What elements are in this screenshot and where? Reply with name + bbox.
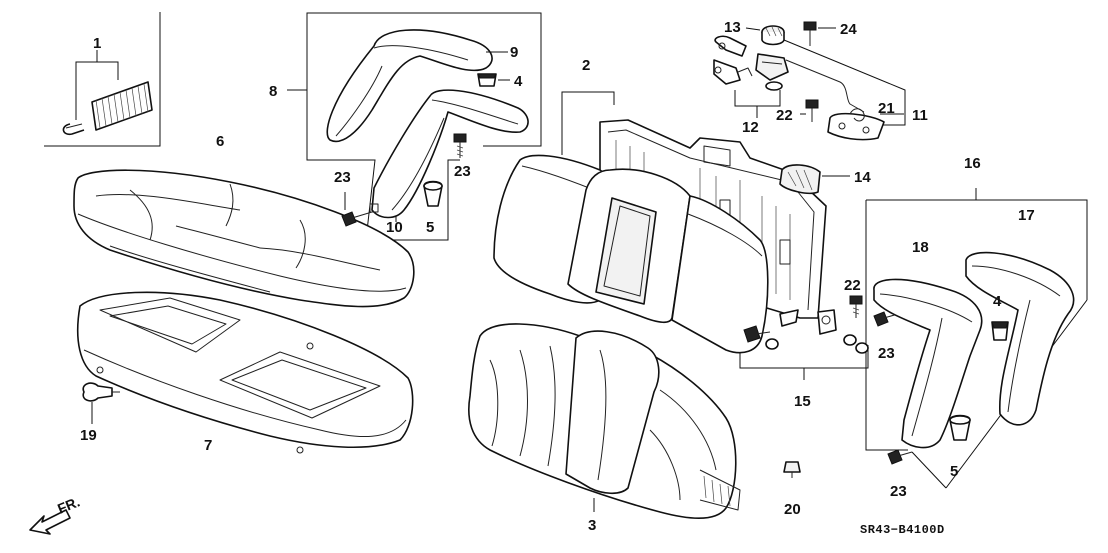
part-2-armrest-center: [567, 168, 691, 324]
diagram-reference-code: SR43−B4100D: [860, 523, 945, 537]
callout-16: 16: [964, 155, 981, 172]
part-14-latch-bracket: [779, 164, 850, 195]
part-21-spring: [849, 108, 865, 122]
part-5-clip-right: [949, 414, 971, 441]
part-23-bolt-left: [341, 192, 373, 227]
part-7-seat-cushion-frame: [76, 291, 414, 454]
callout-5-right: 5: [950, 463, 958, 480]
callout-2: 2: [582, 57, 590, 74]
part-24-bolt: [803, 21, 836, 46]
part-9-bolster-cover: [326, 29, 508, 143]
part-4-fastener-right: [991, 321, 1009, 341]
callout-5-top: 5: [426, 219, 434, 236]
part-10-bolster: [369, 89, 529, 222]
part-11-rod: [785, 59, 904, 141]
front-direction-label: FR.: [55, 493, 82, 516]
callout-7: 7: [204, 437, 212, 454]
callout-10: 10: [386, 219, 403, 236]
callout-23-bottom: 23: [890, 483, 907, 500]
frame-lines: [44, 12, 1088, 451]
part-20-clip: [783, 461, 801, 478]
callout-19: 19: [80, 427, 97, 444]
callout-labels: 1 2 3 4 4 5 5 6 7 8 9 10 11 12 13 14 15 …: [55, 19, 1035, 537]
front-direction-arrow-icon: [29, 509, 71, 535]
part-23-bolt-bottom: [887, 449, 913, 465]
callout-4-top: 4: [514, 73, 523, 90]
callout-6: 6: [216, 133, 224, 150]
callout-20: 20: [784, 501, 801, 518]
part-1-spring: [91, 81, 153, 131]
callout-23-top: 23: [454, 163, 471, 180]
callout-21: 21: [878, 100, 895, 117]
part-23-bolt-top: [453, 133, 467, 158]
part-22-bolt-middle: [849, 295, 863, 318]
callout-15: 15: [794, 393, 811, 410]
callout-24: 24: [840, 21, 857, 38]
part-17-bolster-cover: [965, 251, 1075, 426]
callout-13: 13: [724, 19, 741, 36]
callout-23-middle: 23: [878, 345, 895, 362]
callout-11: 11: [912, 107, 928, 124]
part-13-knob: [745, 25, 785, 46]
part-12-cylinder-lock: [713, 35, 789, 91]
callout-22-middle: 22: [844, 277, 861, 294]
callout-22-top: 22: [776, 107, 793, 124]
callout-1: 1: [93, 35, 101, 52]
callout-8: 8: [269, 83, 277, 100]
part-3-seatback-cover: [468, 323, 741, 520]
part-19-clip: [82, 382, 120, 424]
callout-14: 14: [854, 169, 871, 186]
part-22-bolt-top: [800, 99, 819, 122]
callout-12: 12: [742, 119, 759, 136]
part-23-bolt-middle: [873, 311, 899, 327]
callout-17: 17: [1018, 207, 1035, 224]
callout-9: 9: [510, 44, 518, 61]
part-15-hinge-hardware: [743, 309, 869, 354]
callout-4-right: 4: [993, 293, 1002, 310]
part-4-fastener-top: [477, 73, 510, 87]
part-2-seatback-pad-right: [671, 195, 769, 354]
callout-23-left: 23: [334, 169, 351, 186]
part-1-clip: [62, 50, 153, 136]
part-5-clip-top: [423, 180, 443, 207]
part-6-seat-cushion-cover: [73, 169, 415, 308]
callout-3: 3: [588, 517, 596, 534]
callout-18: 18: [912, 239, 929, 256]
